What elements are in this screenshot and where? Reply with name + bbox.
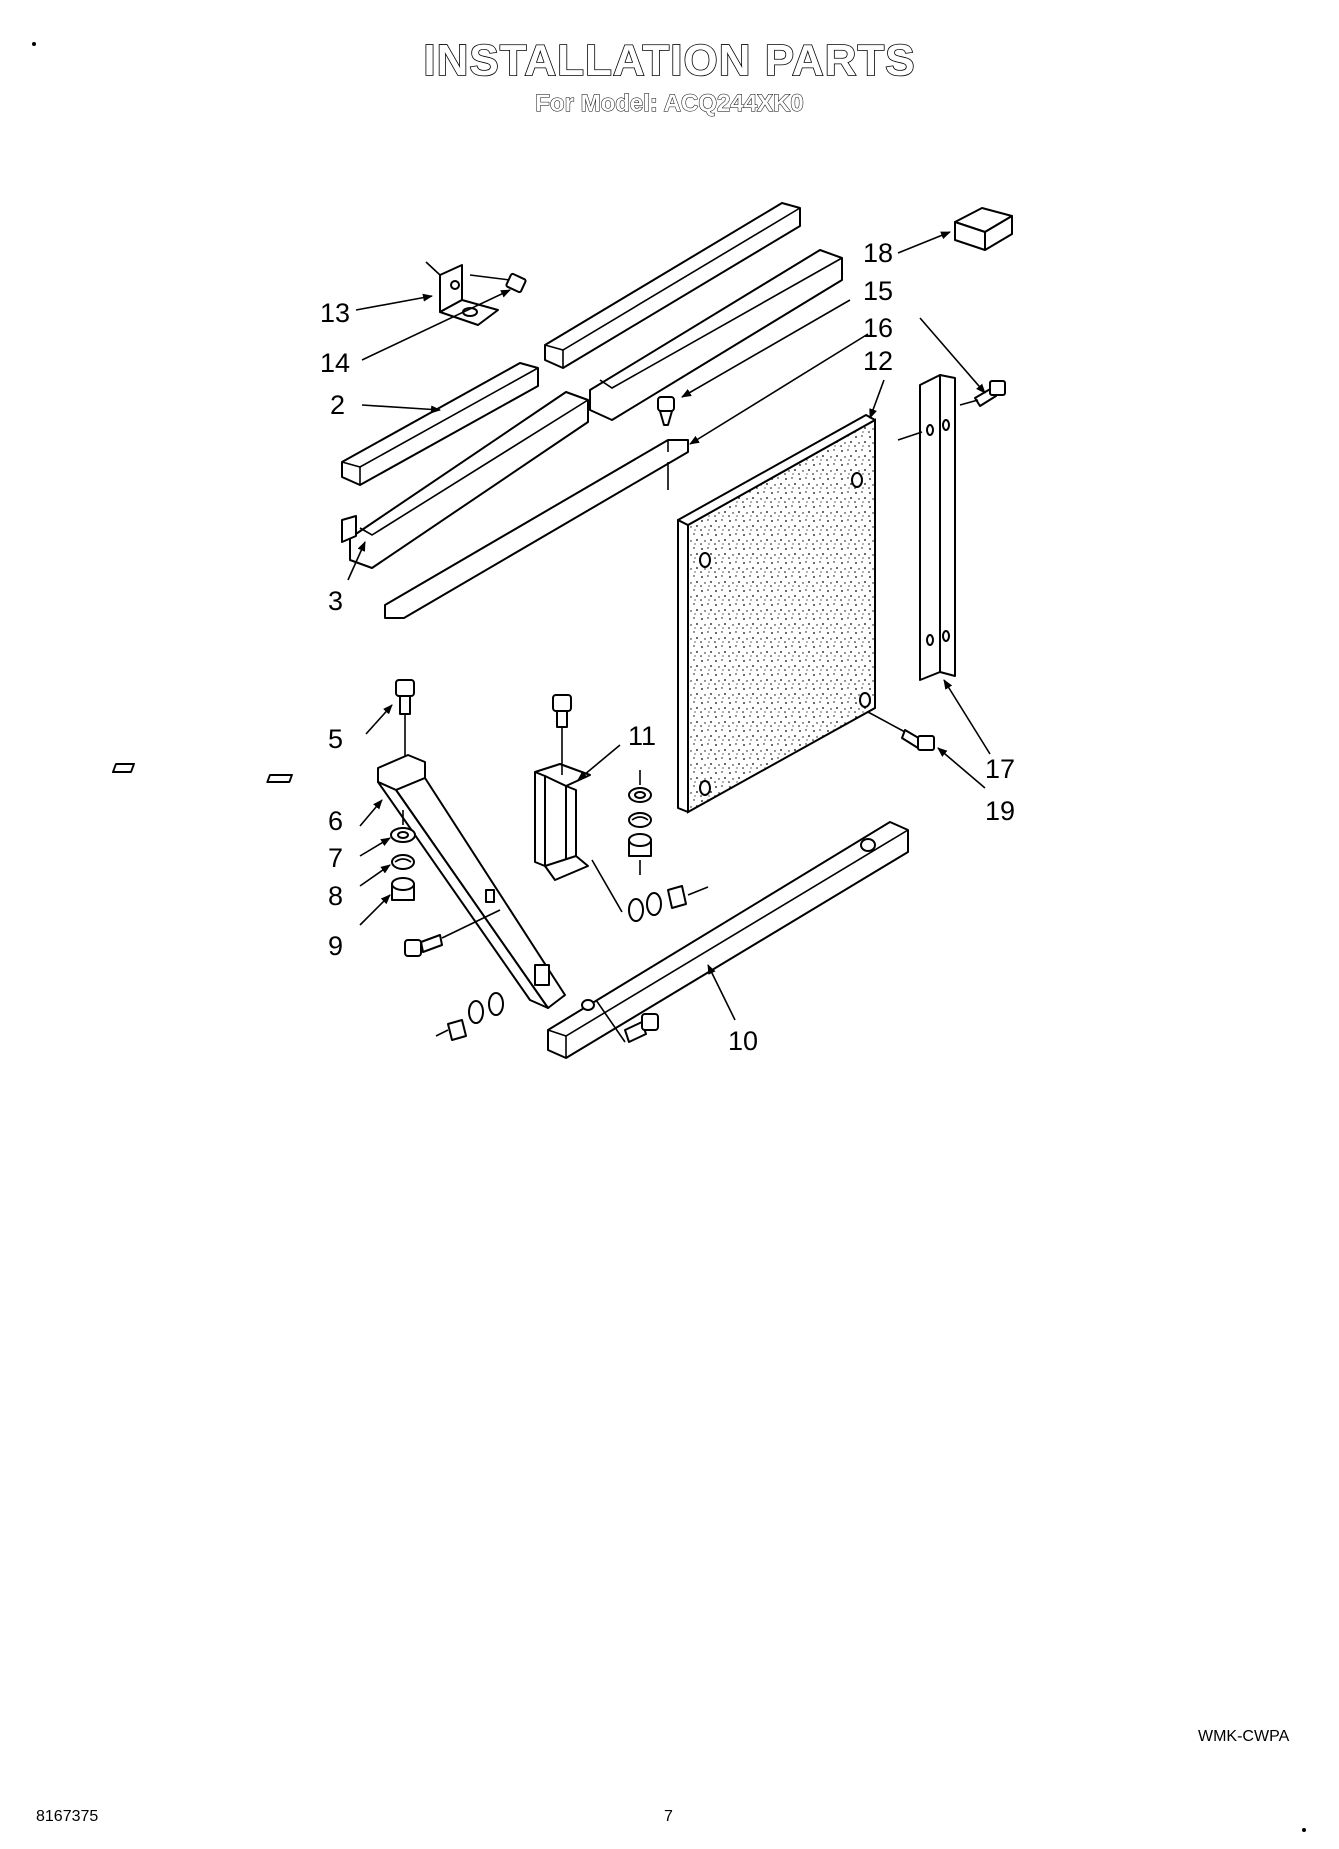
callout-12: 12 — [863, 346, 893, 376]
callout-18: 18 — [863, 238, 893, 268]
bracket-part — [266, 763, 591, 881]
page-title: INSTALLATION PARTS — [423, 35, 916, 86]
callout-16: 16 — [863, 313, 893, 343]
callout-14: 14 — [320, 348, 350, 378]
document-code: WMK-CWPA — [1198, 1728, 1290, 1745]
callout-6: 6 — [328, 806, 343, 836]
callout-7: 7 — [328, 843, 343, 873]
page-number: 7 — [664, 1808, 673, 1825]
part-number: 8167375 — [36, 1808, 99, 1825]
callout-8: 8 — [328, 881, 343, 911]
callout-13: 13 — [320, 298, 350, 328]
callout-9: 9 — [328, 931, 343, 961]
top-rail-part — [341, 202, 801, 486]
channel-screw-part — [657, 396, 675, 426]
angle-bracket-part — [425, 261, 499, 326]
washer-stack-bottom — [435, 992, 504, 1041]
brace-screw-part — [404, 909, 501, 957]
leader-lines — [347, 231, 991, 1021]
callout-17: 17 — [985, 754, 1015, 784]
bracket-screw-part — [469, 272, 527, 294]
support-brace-part — [111, 754, 566, 1009]
sill-support-rail-part — [547, 821, 909, 1059]
washer-stack-horizontal — [591, 859, 709, 922]
side-channel-part — [897, 374, 956, 681]
washer-stack-right — [628, 770, 652, 875]
model-subtitle: For Model: ACQ244XK0 — [535, 90, 805, 118]
side-channel-screw-part — [959, 380, 1006, 407]
washer-stack-left — [390, 810, 416, 901]
bolt-part — [395, 679, 415, 760]
callout-2: 2 — [330, 390, 345, 420]
callout-19: 19 — [985, 796, 1015, 826]
callout-5: 5 — [328, 724, 343, 754]
callout-10: 10 — [728, 1026, 758, 1056]
callout-15: 15 — [863, 276, 893, 306]
foam-panel-part — [677, 414, 876, 814]
bracket-bolt-part — [552, 694, 572, 775]
callout-11: 11 — [628, 721, 656, 751]
callout-3: 3 — [328, 586, 343, 616]
side-screw-part — [867, 711, 935, 751]
sill-channel-part — [341, 249, 843, 569]
angle-channel-part — [384, 439, 689, 619]
corner-dot-top-left — [32, 42, 36, 46]
corner-dot-bottom-right — [1302, 1828, 1306, 1832]
rail-screw-part — [595, 999, 659, 1043]
foam-block-part — [954, 207, 1013, 251]
